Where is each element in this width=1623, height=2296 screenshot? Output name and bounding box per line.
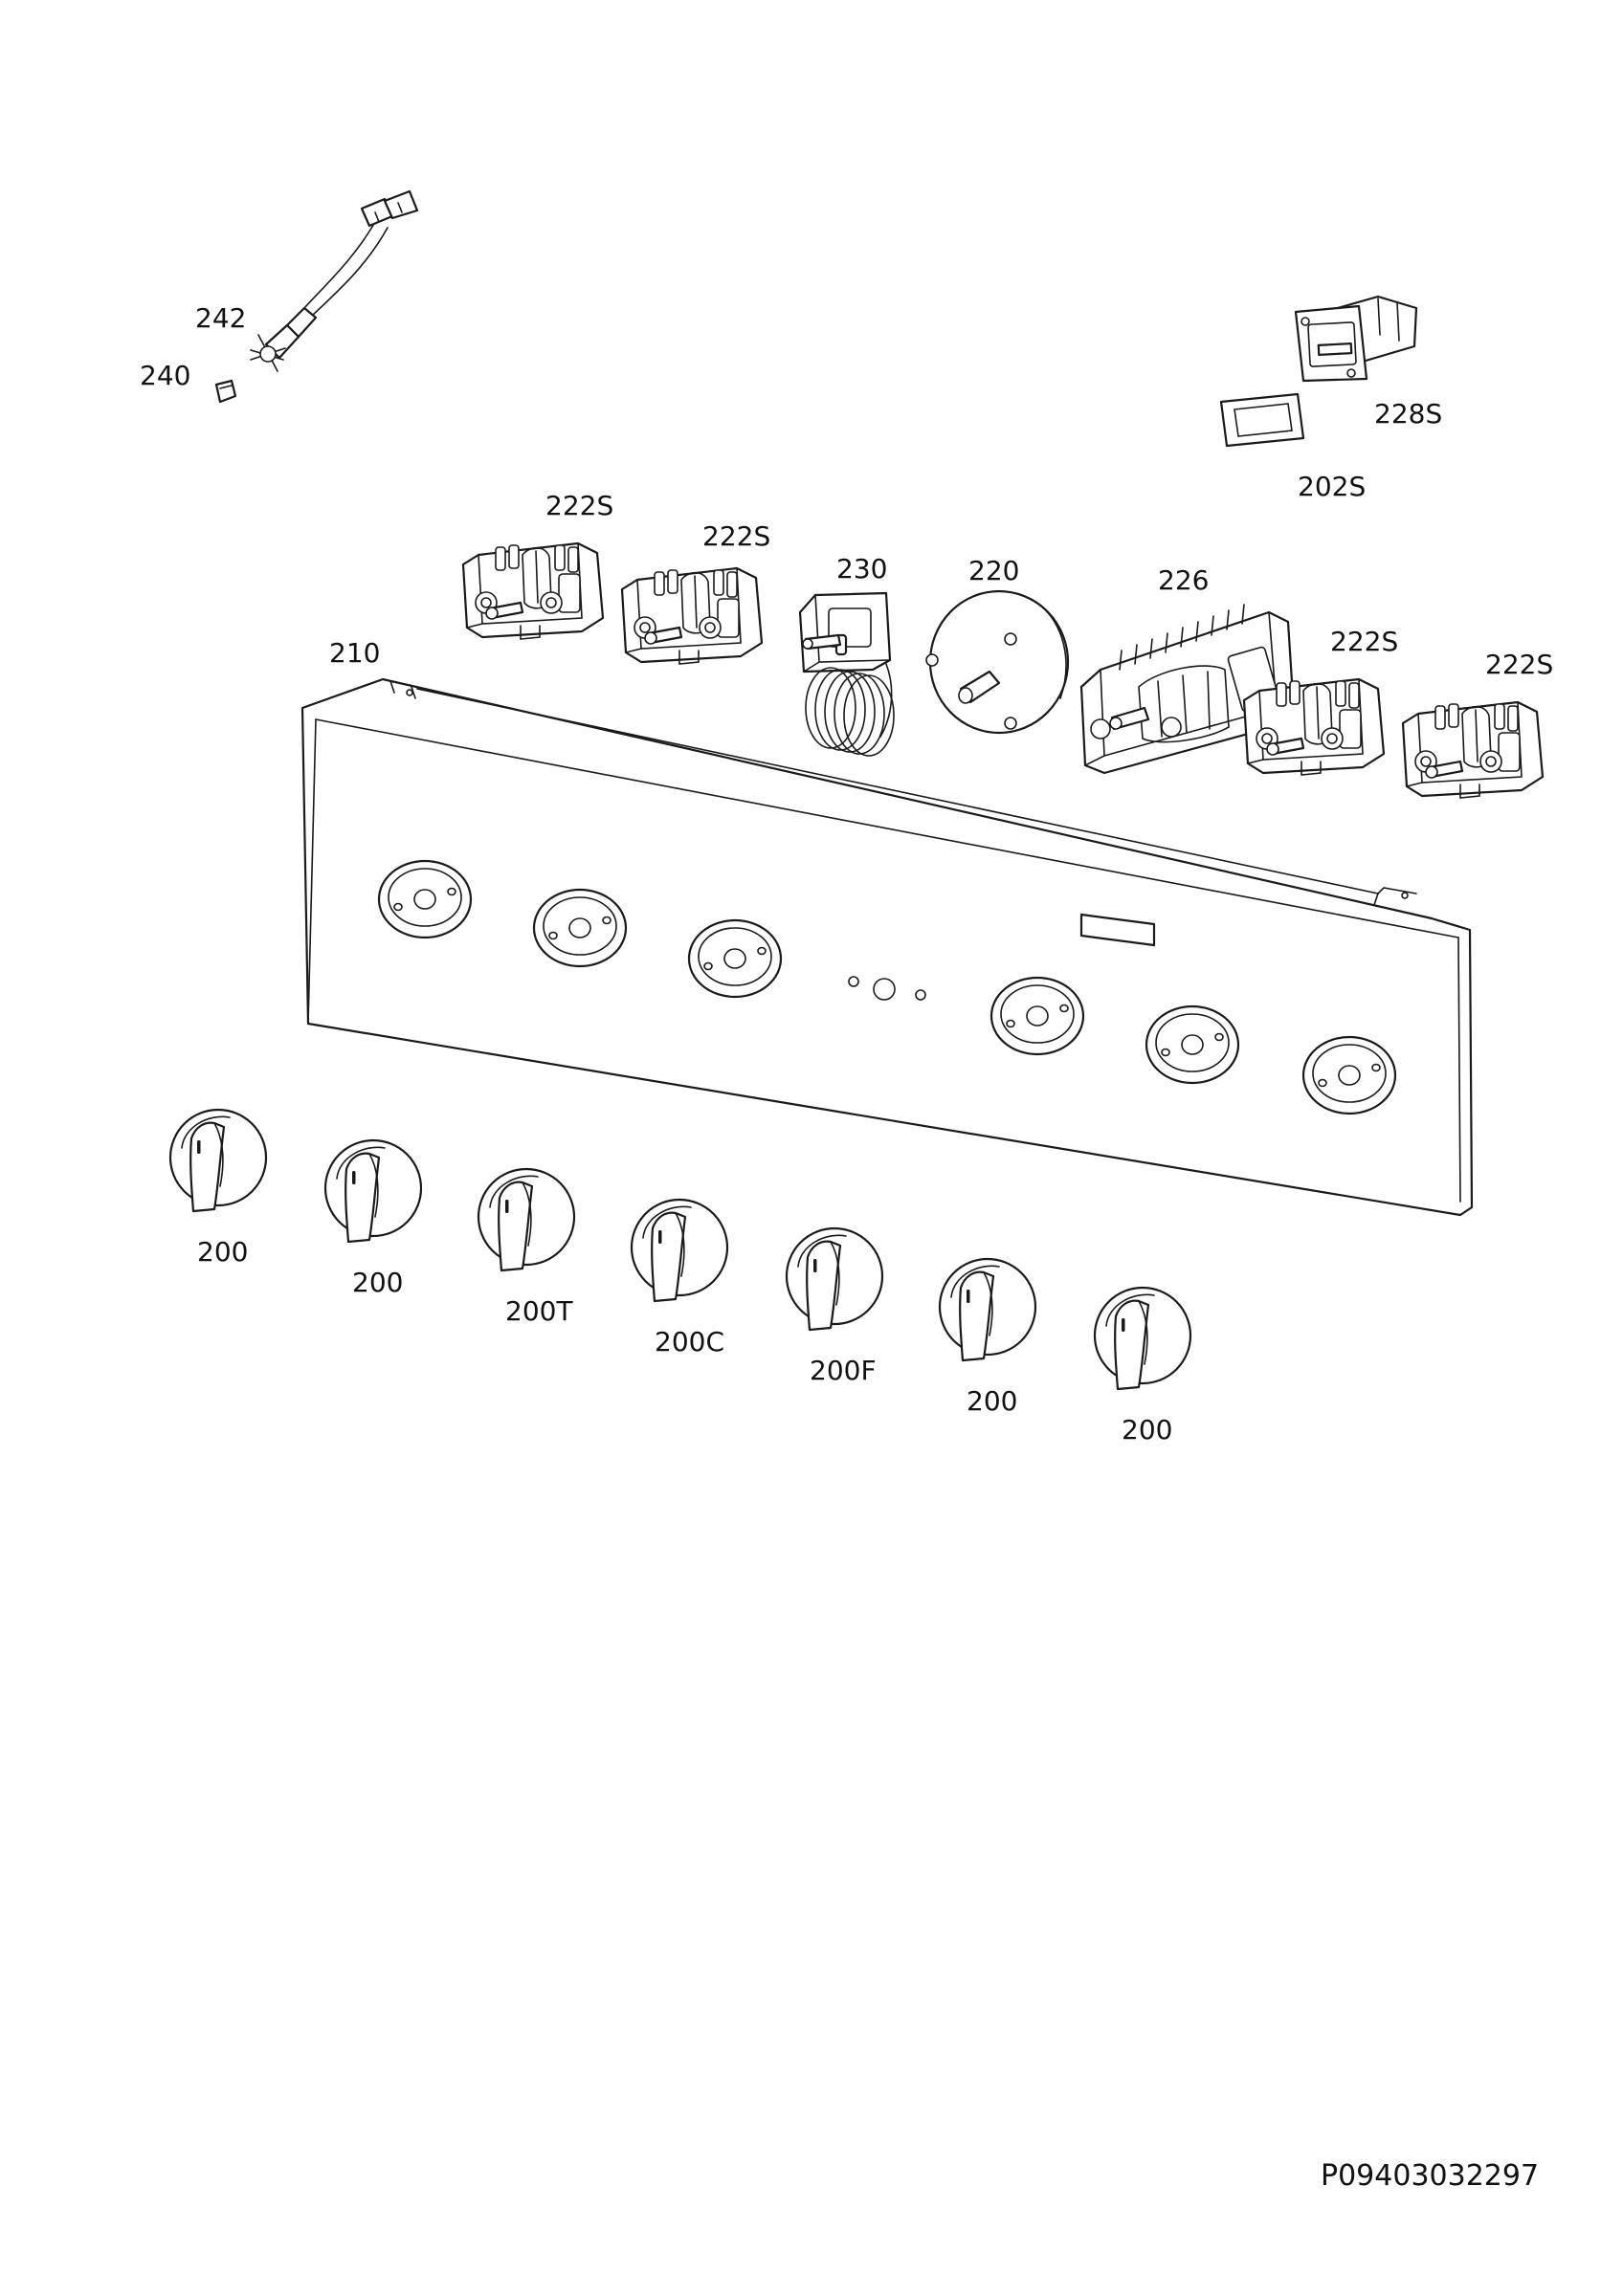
label-228S: 228S	[1374, 398, 1442, 430]
label-226: 226	[1158, 564, 1209, 596]
document-code: P09403032297	[1321, 2159, 1539, 2193]
label-220: 220	[968, 555, 1019, 586]
label-210: 210	[329, 637, 380, 669]
rotary-switch-222S-4	[1401, 700, 1545, 800]
cable-harness-242	[264, 189, 419, 360]
label-knob-1: 200	[197, 1236, 248, 1268]
control-knob-1	[168, 1108, 268, 1213]
label-knob-3: 200T	[505, 1295, 573, 1327]
label-222S-3: 222S	[1330, 626, 1398, 657]
display-module-228S	[1294, 295, 1418, 383]
control-knob-6	[938, 1257, 1037, 1362]
label-knob-7: 200	[1122, 1414, 1172, 1446]
control-knob-3	[477, 1167, 576, 1272]
thermostat-230	[798, 591, 895, 757]
control-panel-210	[300, 677, 1474, 1217]
timer-220	[925, 589, 1070, 735]
label-242: 242	[195, 302, 246, 334]
label-222S-2: 222S	[702, 520, 770, 552]
label-222S-1: 222S	[545, 490, 613, 521]
rotary-switch-222S-1	[461, 541, 605, 641]
label-240: 240	[140, 360, 190, 391]
label-202S: 202S	[1298, 471, 1366, 502]
control-knob-7	[1093, 1286, 1192, 1391]
label-knob-2: 200	[352, 1267, 403, 1298]
control-knob-2	[323, 1138, 423, 1244]
rotary-switch-222S-2	[620, 566, 764, 666]
label-knob-6: 200	[967, 1385, 1017, 1417]
display-gasket-202S	[1219, 392, 1305, 448]
label-knob-5: 200F	[810, 1355, 877, 1386]
label-222S-4: 222S	[1485, 649, 1553, 680]
label-knob-4: 200C	[655, 1326, 724, 1358]
lamp-holder-240	[214, 334, 286, 404]
control-knob-4	[630, 1198, 729, 1303]
rotary-switch-222S-3	[1242, 677, 1386, 777]
label-230: 230	[836, 553, 887, 585]
control-knob-5	[785, 1226, 884, 1332]
